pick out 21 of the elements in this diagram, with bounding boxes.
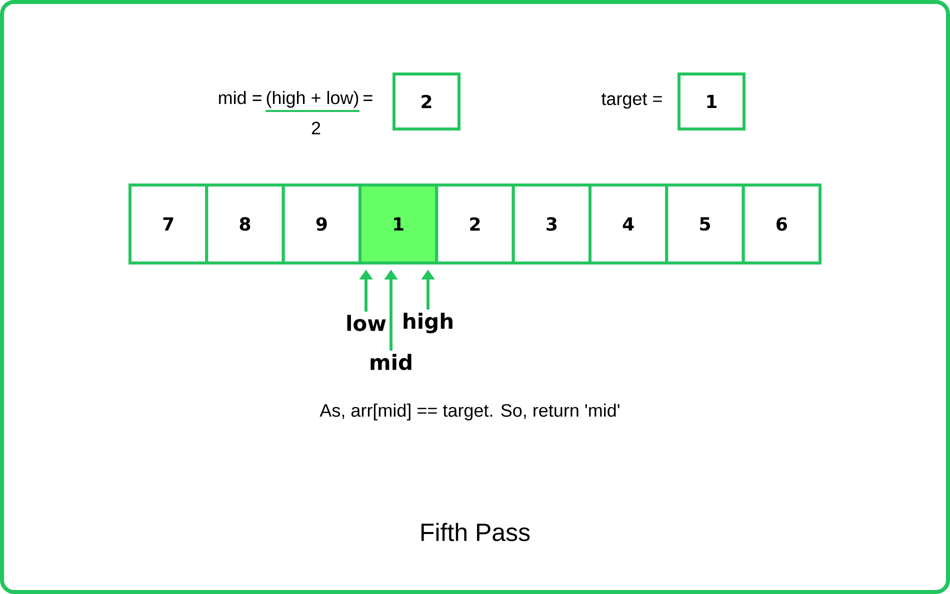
note-text: As, arr[mid] == target. So, return 'mid' [320,404,620,420]
array-cell: 4 [588,184,668,264]
caption: Fifth Pass [422,522,530,542]
array-cell: 5 [665,184,745,264]
array-cell: 9 [282,184,362,264]
formula-text: = [364,95,372,101]
array-cell: 3 [512,184,592,264]
value-box: 2 [392,72,460,130]
pointer-label: mid [370,354,412,370]
pointer-label: low [347,314,386,332]
array-cell: 6 [742,184,822,264]
value-box: 1 [678,72,746,130]
denominator: 2 [312,122,320,134]
array-cell: 1 [358,184,438,264]
formula-text: mid = [219,90,262,104]
formula-text: target = [602,93,662,109]
array-cell: 7 [128,184,208,264]
array-cell: 2 [435,184,515,264]
pointer-label: high [404,312,452,334]
array-cell: 8 [205,184,285,264]
formula-text: (high + low) [266,90,358,108]
